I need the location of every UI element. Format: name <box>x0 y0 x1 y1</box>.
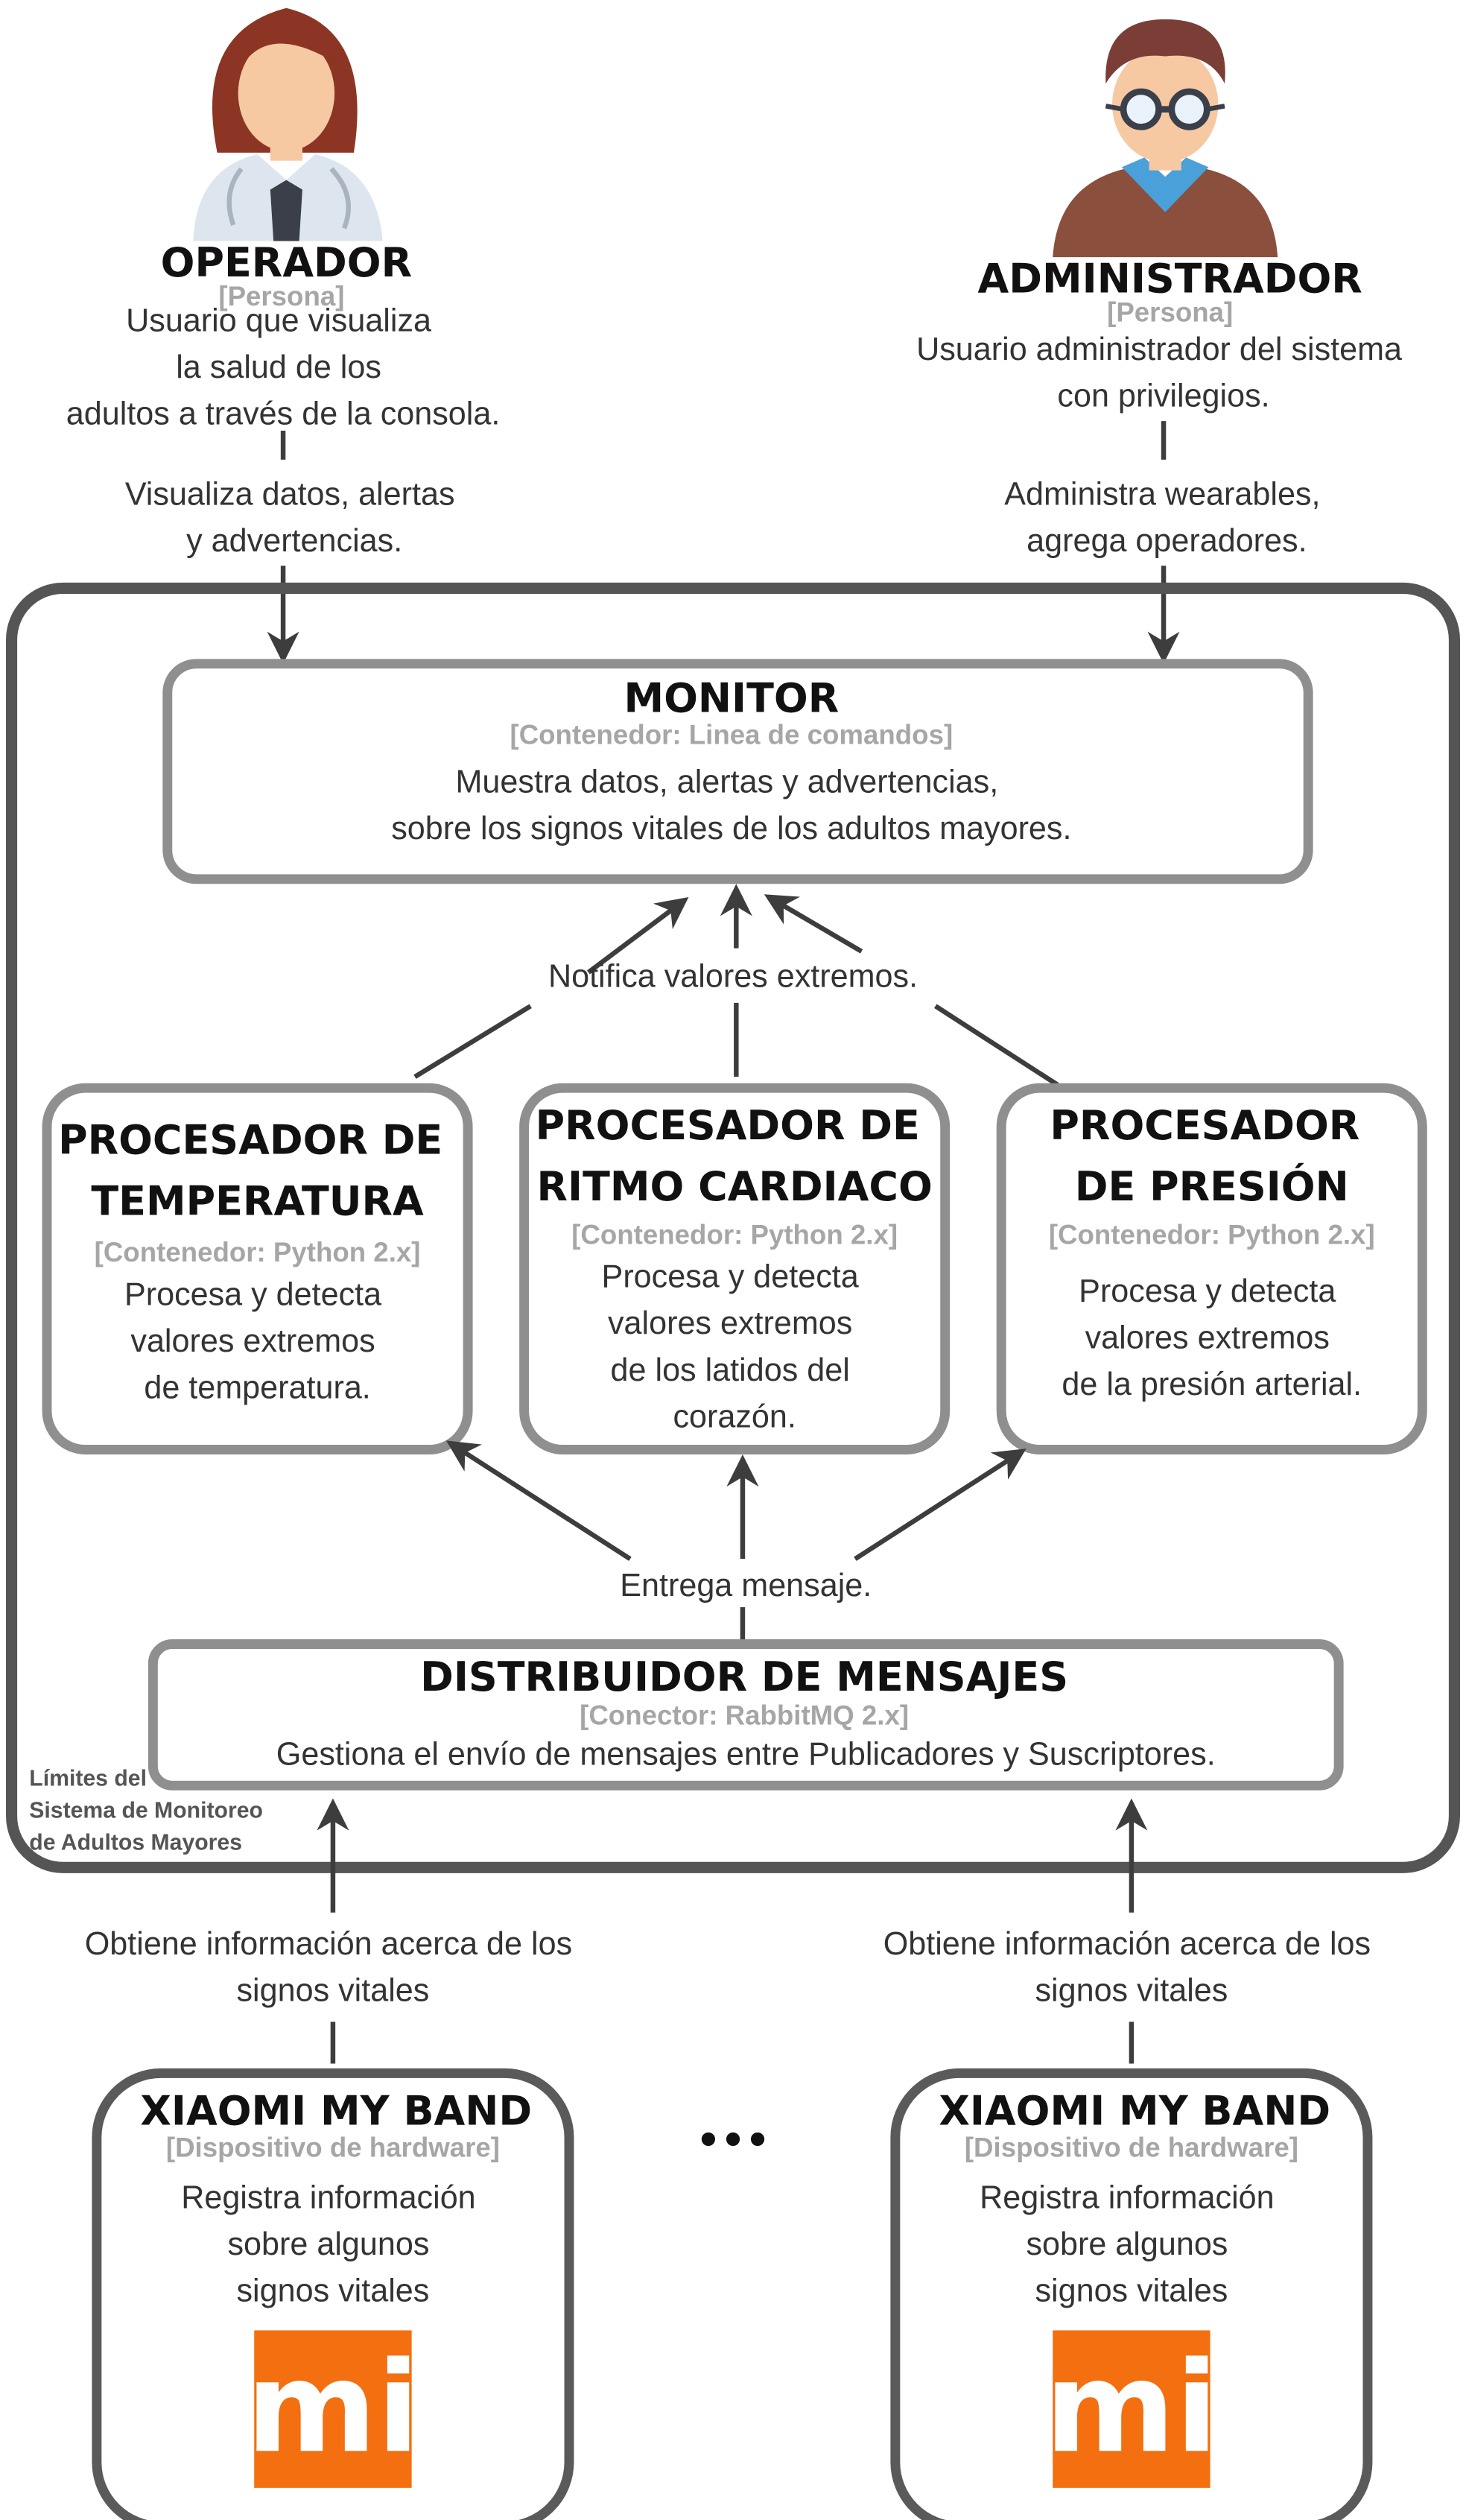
desc-line: de temperatura. <box>144 1370 370 1405</box>
desc-line: de la presión arterial. <box>1062 1367 1362 1402</box>
operador-desc-line: la salud de los <box>176 349 381 385</box>
administrador-avatar: ADMINISTRADOR [Persona] Usuario administ… <box>916 19 1411 414</box>
monitor-container: MONITOR [Contenedor: Linea de comandos] … <box>162 659 1313 884</box>
band-title: XIAOMI MY BAND <box>140 2087 532 2134</box>
title-line: PROCESADOR <box>1050 1102 1359 1149</box>
desc-line: sobre algunos <box>1026 2226 1228 2262</box>
desc-line: Procesa y detecta <box>124 1276 381 1312</box>
desc-line: valores extremos <box>130 1323 375 1359</box>
administrador-description: Usuario administrador del sistema con pr… <box>916 332 1411 414</box>
desc-line: valores extremos <box>1085 1320 1330 1356</box>
desc-line: Registra información <box>181 2180 475 2216</box>
band-description: Registra información sobre algunos signo… <box>181 2180 484 2309</box>
band-tag: [Dispositivo de hardware] <box>166 2133 500 2163</box>
doctor-avatar-icon <box>193 7 383 241</box>
desc-line: de los latidos del <box>611 1352 850 1388</box>
man-glasses-avatar-icon <box>1053 19 1278 258</box>
relation-admin-monitor: Administra wearables, agrega operadores. <box>1004 421 1329 664</box>
desc-line: Procesa y detecta <box>1079 1273 1336 1309</box>
procesador-ritmo-title: PROCESADOR DE RITMO CARDIACO <box>536 1102 934 1210</box>
procesador-ritmo-cardiaco-container: PROCESADOR DE RITMO CARDIACO [Contenedor… <box>519 1083 951 1454</box>
operador-avatar: OPERADOR [Persona] Usuario que visualiza… <box>66 7 501 431</box>
desc-line: Registra información <box>980 2180 1274 2216</box>
band-description: Registra información sobre algunos signo… <box>980 2180 1283 2309</box>
relation-label-line: signos vitales <box>1035 1972 1228 2008</box>
desc-line: valores extremos <box>608 1305 852 1341</box>
desc-line: signos vitales <box>1035 2273 1228 2309</box>
procesador-presion-container: PROCESADOR DE PRESIÓN [Contenedor: Pytho… <box>996 1083 1427 1454</box>
relation-notifica: Notifica valores extremos. <box>413 884 1059 1087</box>
relation-obtiene-right: Obtiene información acerca de los signos… <box>883 1798 1380 2064</box>
relation-label: Administra wearables, agrega operadores. <box>1004 476 1329 559</box>
operador-description: Usuario que visualiza la salud de los ad… <box>66 303 501 431</box>
procesador-temperatura-title: PROCESADOR DE TEMPERATURA <box>58 1117 457 1225</box>
administrador-tag: [Persona] <box>1107 297 1233 327</box>
relation-obtiene-left: Obtiene información acerca de los signos… <box>85 1798 581 2064</box>
band-title: XIAOMI MY BAND <box>939 2087 1330 2134</box>
relation-label-line: Visualiza datos, alertas <box>125 476 455 512</box>
monitor-desc-line: sobre los signos vitales de los adultos … <box>391 811 1071 846</box>
relation-label-line: Obtiene información acerca de los <box>883 1926 1371 1962</box>
operador-tag: [Persona] <box>218 281 344 311</box>
distribuidor-tag: [Conector: RabbitMQ 2.x] <box>580 1700 909 1730</box>
desc-line: corazón. <box>673 1399 796 1434</box>
relation-label: Entrega mensaje. <box>620 1568 872 1604</box>
procesador-temperatura-container: PROCESADOR DE TEMPERATURA [Contenedor: P… <box>42 1083 473 1454</box>
operador-desc-line: Usuario que visualiza <box>126 303 431 338</box>
administrador-desc-line: con privilegios. <box>1057 379 1269 414</box>
logo-text: mi <box>246 2334 419 2481</box>
relation-operador-monitor: Visualiza datos, alertas y advertencias. <box>125 431 464 664</box>
relation-entrega: Entrega mensaje. <box>445 1440 1026 1640</box>
operador-name: OPERADOR <box>161 239 412 286</box>
relation-label: Obtiene información acerca de los signos… <box>85 1926 581 2009</box>
desc-line: sobre algunos <box>227 2226 429 2262</box>
procesador-presion-title: PROCESADOR DE PRESIÓN <box>1050 1102 1374 1210</box>
ellipsis: ••• <box>696 2118 770 2163</box>
procesador-presion-tag: [Contenedor: Python 2.x] <box>1049 1219 1375 1250</box>
xiaomi-band-left: XIAOMI MY BAND [Dispositivo de hardware]… <box>92 2068 574 2520</box>
title-line: DE PRESIÓN <box>1075 1163 1349 1210</box>
xiaomi-band-right: XIAOMI MY BAND [Dispositivo de hardware]… <box>890 2068 1373 2520</box>
boundary-label-line: Límites del <box>29 1766 147 1791</box>
xiaomi-logo-icon: mi <box>246 2330 419 2488</box>
monitor-title: MONITOR <box>623 675 839 722</box>
procesador-ritmo-description: Procesa y detecta valores extremos de lo… <box>602 1259 868 1435</box>
administrador-name: ADMINISTRADOR <box>978 256 1362 303</box>
procesador-temperatura-description: Procesa y detecta valores extremos de te… <box>124 1276 390 1405</box>
procesador-temperatura-tag: [Contenedor: Python 2.x] <box>95 1237 421 1267</box>
title-line: PROCESADOR DE <box>58 1117 442 1164</box>
monitor-desc-line: Muestra datos, alertas y advertencias, <box>456 764 999 800</box>
monitor-description: Muestra datos, alertas y advertencias, s… <box>391 764 1071 846</box>
relation-label-line: Obtiene información acerca de los <box>85 1926 572 1962</box>
relation-label: Notifica valores extremos. <box>548 958 918 994</box>
title-line: TEMPERATURA <box>91 1178 424 1225</box>
operador-desc-line: adultos a través de la consola. <box>66 396 501 431</box>
desc-line: signos vitales <box>236 2273 429 2309</box>
procesador-presion-description: Procesa y detecta valores extremos de la… <box>1062 1273 1362 1402</box>
relation-label-line: signos vitales <box>236 1972 429 2008</box>
desc-line: Procesa y detecta <box>602 1259 859 1295</box>
boundary-label-line: de Adultos Mayores <box>29 1831 242 1855</box>
procesador-ritmo-tag: [Contenedor: Python 2.x] <box>571 1219 898 1250</box>
xiaomi-logo-icon: mi <box>1044 2330 1218 2488</box>
relation-label-line: Administra wearables, <box>1004 476 1320 512</box>
boundary-label-line: Sistema de Monitoreo <box>29 1798 263 1823</box>
title-line: PROCESADOR DE <box>536 1102 920 1149</box>
system-boundary-label: Límites del Sistema de Monitoreo de Adul… <box>29 1766 269 1855</box>
relation-label: Visualiza datos, alertas y advertencias. <box>125 476 464 559</box>
relation-label: Obtiene información acerca de los signos… <box>883 1926 1380 2009</box>
relation-label-line: agrega operadores. <box>1026 523 1307 559</box>
distribuidor-mensajes-container: DISTRIBUIDOR DE MENSAJES [Conector: Rabb… <box>147 1639 1344 1791</box>
distribuidor-title: DISTRIBUIDOR DE MENSAJES <box>420 1653 1068 1700</box>
administrador-desc-line: Usuario administrador del sistema <box>916 332 1402 367</box>
band-tag: [Dispositivo de hardware] <box>965 2133 1298 2163</box>
monitor-tag: [Contenedor: Linea de comandos] <box>510 720 953 750</box>
logo-text: mi <box>1044 2334 1218 2481</box>
relation-label-line: y advertencias. <box>186 523 402 559</box>
system-boundary <box>6 582 1460 1873</box>
distribuidor-description: Gestiona el envío de mensajes entre Publ… <box>276 1736 1216 1772</box>
title-line: RITMO CARDIACO <box>537 1163 933 1210</box>
